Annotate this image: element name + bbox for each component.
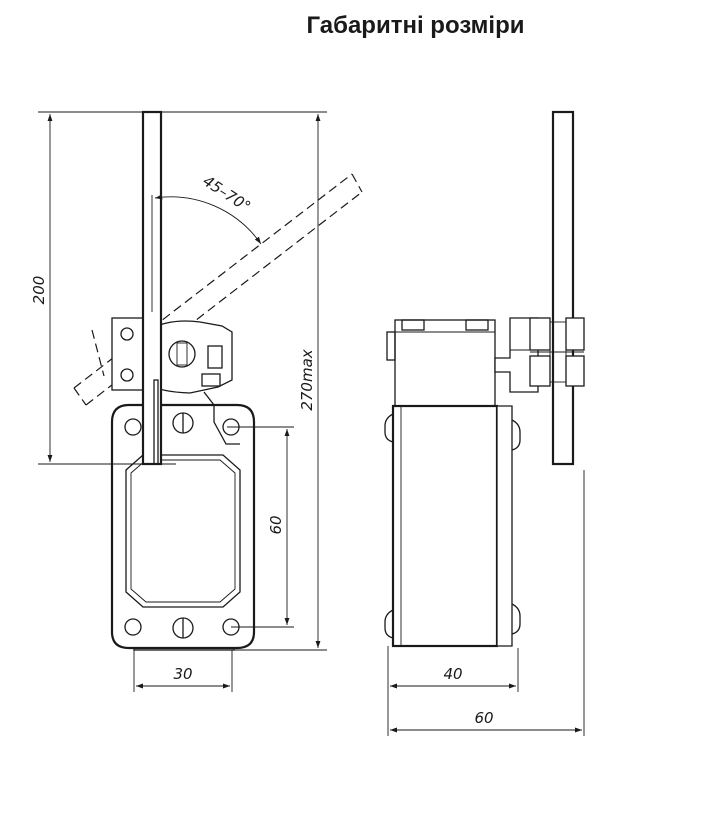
clamp-nut: [201, 373, 221, 387]
switch-body-outline: [110, 403, 256, 650]
pivot-screw: [168, 340, 196, 368]
side-neck: [494, 317, 539, 393]
clamp-block: [207, 345, 223, 369]
front-view: [73, 110, 363, 651]
cam-profile: [203, 391, 240, 445]
side-clamp: [529, 317, 585, 387]
side-cover: [496, 405, 513, 647]
dimension-label-40: 40: [443, 665, 462, 683]
side-dimensions: 40 60: [387, 470, 585, 736]
side-head-housing: [394, 319, 496, 407]
page-title: Габаритні розміри: [306, 12, 525, 39]
dimension-label-60-height: 60: [267, 515, 285, 534]
dimension-label-angle: 45–70°: [200, 172, 254, 216]
dimension-label-60-depth: 60: [474, 709, 493, 727]
cover-screws: [172, 412, 194, 639]
dimension-label-200: 200: [30, 276, 48, 305]
bracket-screw: [120, 327, 134, 341]
switch-cover: [125, 454, 241, 608]
side-lever-rod: [551, 110, 575, 466]
bracket-screw: [120, 368, 134, 382]
side-view: [384, 110, 585, 648]
dimension-label-30: 30: [173, 665, 192, 683]
side-body: [391, 404, 499, 648]
dimension-label-270max: 270max: [298, 349, 316, 410]
